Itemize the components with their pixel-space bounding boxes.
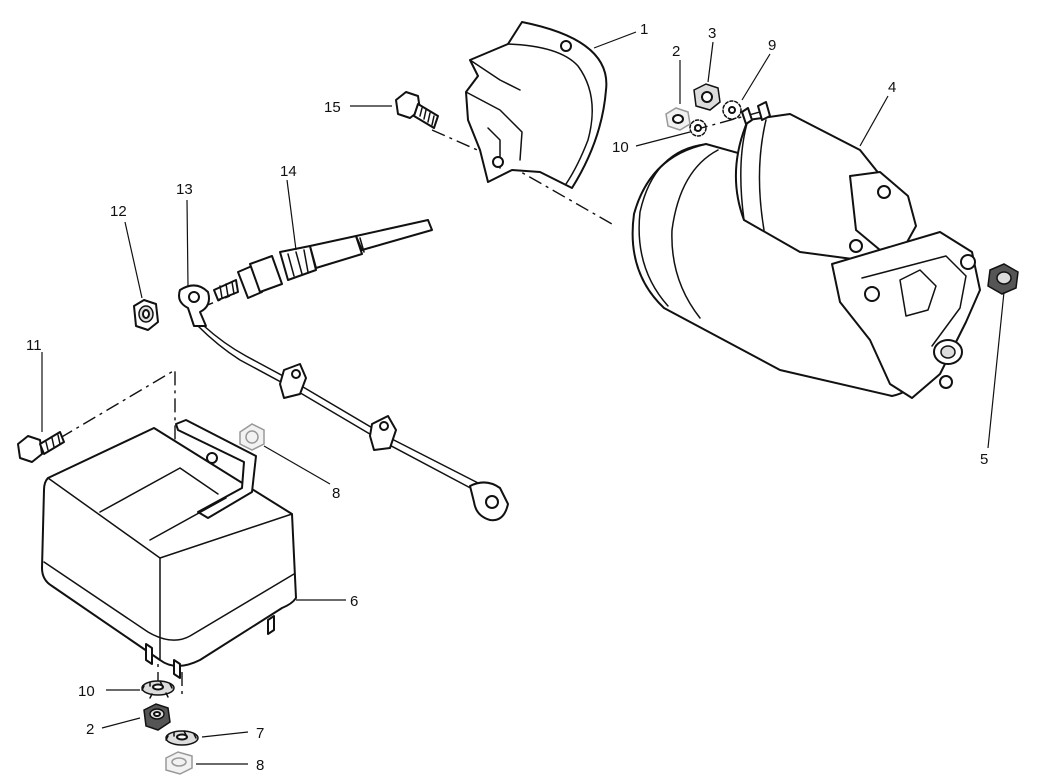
washer-part-8-lower: [165, 751, 193, 775]
callout-14: 14: [280, 163, 297, 180]
callout-6: 6: [350, 593, 358, 610]
callout-10-upper: 10: [612, 139, 629, 156]
starter-motor-part-4: [631, 101, 981, 399]
lock-washer-part-10-lower: [141, 680, 175, 699]
washer-part-7: [165, 730, 199, 746]
callout-4: 4: [888, 79, 896, 96]
callout-9: 9: [768, 37, 776, 54]
nut-part-12: [133, 299, 159, 331]
nut-part-2-lower: [143, 703, 171, 731]
callout-10-lower: 10: [78, 683, 95, 700]
callout-8-upper: 8: [332, 485, 340, 502]
nut-part-3: [693, 83, 721, 111]
callout-13: 13: [176, 181, 193, 198]
callout-5: 5: [980, 451, 988, 468]
callout-1: 1: [640, 21, 648, 38]
control-box-part-6: [41, 419, 297, 679]
lock-washer-part-10-upper: [689, 119, 707, 137]
glow-plug-part-14: [213, 219, 433, 301]
callout-3: 3: [708, 25, 716, 42]
heat-shield-part-1: [465, 21, 608, 189]
callout-labels: 1 2 3 9 10 4 5 15 14 13 12 11 8 6 10 2 7…: [26, 21, 988, 774]
nut-part-5: [987, 263, 1019, 295]
lock-washer-part-9: [722, 100, 742, 120]
callout-15: 15: [324, 99, 341, 116]
bolt-part-11: [17, 431, 65, 463]
glow-plug-lead-part-13: [178, 284, 509, 522]
callout-7: 7: [256, 725, 264, 742]
leader-lines: [41, 31, 1005, 765]
nut-part-2-upper: [665, 107, 691, 131]
bolt-part-15: [395, 91, 439, 129]
callout-2-upper: 2: [672, 43, 680, 60]
callout-11: 11: [26, 337, 42, 354]
washer-part-8-upper: [239, 423, 265, 451]
callout-2-lower: 2: [86, 721, 94, 738]
callout-12: 12: [110, 203, 127, 220]
callout-8-lower: 8: [256, 757, 264, 774]
